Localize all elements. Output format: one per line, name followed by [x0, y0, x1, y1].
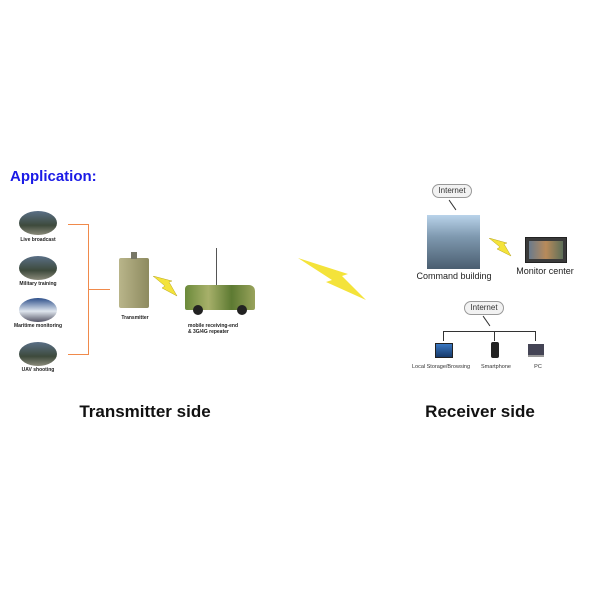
- live-broadcast-image: [19, 211, 57, 235]
- uav-shooting-image: [19, 342, 57, 366]
- transmitter-side-title: Transmitter side: [79, 402, 211, 421]
- vehicle-wheel: [237, 305, 247, 315]
- command-building-image: [427, 215, 480, 269]
- bracket-line: [68, 224, 88, 225]
- arrow-line: [482, 315, 491, 327]
- network-line: [443, 331, 535, 332]
- vehicle-antenna: [216, 248, 217, 288]
- source-label: UAV shooting: [21, 367, 55, 373]
- transmitter-device: [119, 258, 149, 308]
- monitor-screen: [529, 241, 563, 259]
- transmitter-label: Transmitter: [121, 315, 149, 321]
- desktop-computer-icon: [435, 343, 453, 358]
- maritime-monitoring-image: [19, 298, 57, 322]
- command-building-label: Command building: [416, 271, 492, 281]
- monitor-center-label: Monitor center: [516, 266, 574, 276]
- device-label: Local Storage/Browsing: [411, 364, 471, 370]
- internet-cloud-top: Internet: [432, 184, 472, 198]
- lightning-icon: [489, 238, 512, 257]
- monitor-image: [525, 237, 567, 263]
- laptop-icon: [528, 344, 544, 357]
- arrow-line: [448, 199, 457, 211]
- source-label: Live broadcast: [20, 237, 56, 243]
- bracket-line: [68, 354, 88, 355]
- device-label: PC: [534, 364, 542, 370]
- vehicle-label-line: mobile receiving-end: [188, 323, 239, 329]
- bracket-line: [88, 289, 110, 290]
- smartphone-icon: [491, 342, 499, 358]
- transmitter-antenna: [131, 252, 137, 259]
- vehicle-label-line: & 3G/4G repeater: [188, 329, 229, 335]
- source-label: Maritime monitoring: [13, 323, 63, 329]
- vehicle-wheel: [193, 305, 203, 315]
- device-label: Smartphone: [481, 364, 511, 370]
- network-line: [535, 331, 536, 341]
- source-label: Military training: [19, 281, 57, 287]
- big-lightning-icon: [298, 258, 366, 300]
- network-line: [494, 331, 495, 341]
- vehicle-label: mobile receiving-end& 3G/4G repeater: [188, 323, 238, 335]
- network-line: [443, 331, 444, 341]
- lightning-icon: [153, 276, 178, 297]
- military-training-image: [19, 256, 57, 280]
- internet-cloud-bottom: Internet: [464, 301, 504, 315]
- application-heading: Application:: [10, 168, 97, 185]
- receiver-side-title: Receiver side: [425, 402, 535, 421]
